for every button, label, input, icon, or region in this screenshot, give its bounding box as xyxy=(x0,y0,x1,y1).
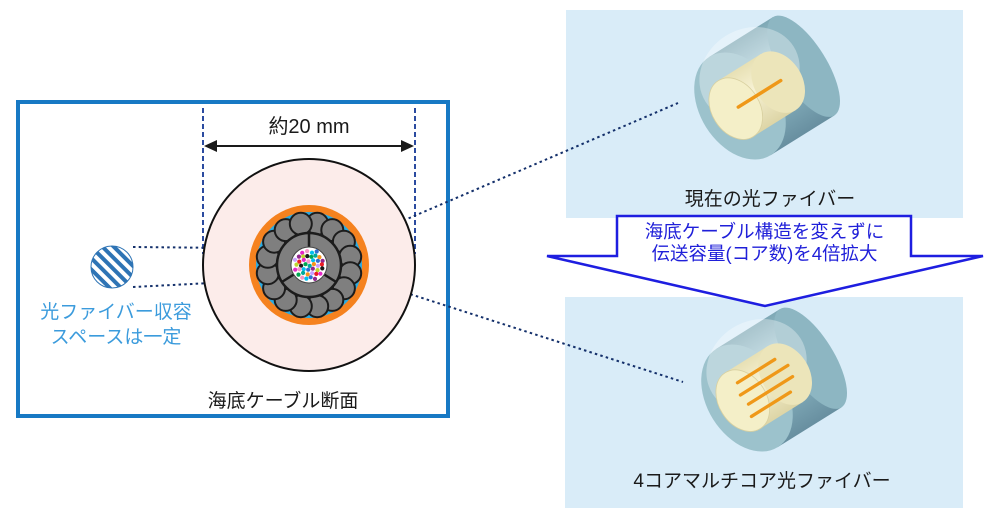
transform-banner-text: 海底ケーブル構造を変えずに 伝送容量(コア数)を4倍拡大 xyxy=(617,221,912,265)
fiber-space-note: 光ファイバー収容 スペースは一定 xyxy=(14,300,218,350)
dimension-arrow xyxy=(204,140,414,152)
fiber-space-note-line2: スペースは一定 xyxy=(50,327,182,348)
four-core-lines xyxy=(735,357,795,419)
multicore-fiber-caption: 4コアマルチコア光ファイバー xyxy=(633,471,891,492)
transform-arrow-shape xyxy=(546,214,984,308)
fiber-dots xyxy=(292,249,325,281)
banner-line2: 伝送容量(コア数)を4倍拡大 xyxy=(651,243,878,264)
leader-line-right-bottom xyxy=(328,267,684,383)
dimension-label: 約20 mm xyxy=(268,116,350,138)
fiber-space-note-line1: 光ファイバー収容 xyxy=(40,302,192,323)
banner-line1: 海底ケーブル構造を変えずに xyxy=(644,221,885,242)
multicore-fiber-illustration xyxy=(701,307,848,452)
current-fiber-illustration xyxy=(694,15,841,160)
cable-cross-section xyxy=(202,158,416,372)
fiber-space-circle xyxy=(90,245,134,289)
cable-cross-section-caption: 海底ケーブル断面 xyxy=(207,391,359,412)
single-core-line xyxy=(736,78,783,109)
current-fiber-caption: 現在の光ファイバー xyxy=(684,189,856,210)
